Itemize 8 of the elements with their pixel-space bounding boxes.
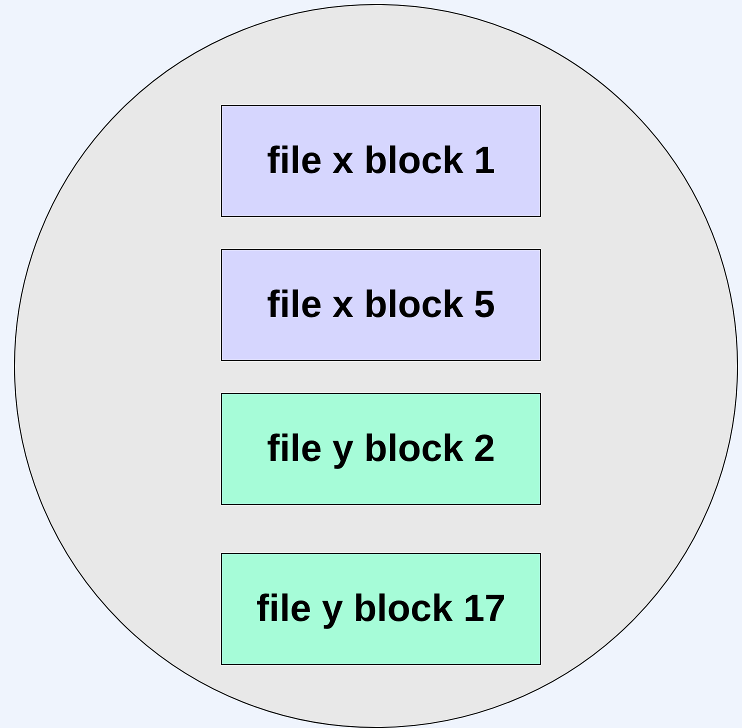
block-box — [221, 393, 541, 505]
block-box — [221, 105, 541, 217]
block-label: file x block 1 — [266, 140, 496, 182]
block-label: file y block 2 — [266, 428, 496, 470]
block-box — [221, 249, 541, 361]
block-label: file y block 17 — [256, 588, 506, 630]
block-label: file x block 5 — [266, 284, 496, 326]
block-box — [221, 553, 541, 665]
